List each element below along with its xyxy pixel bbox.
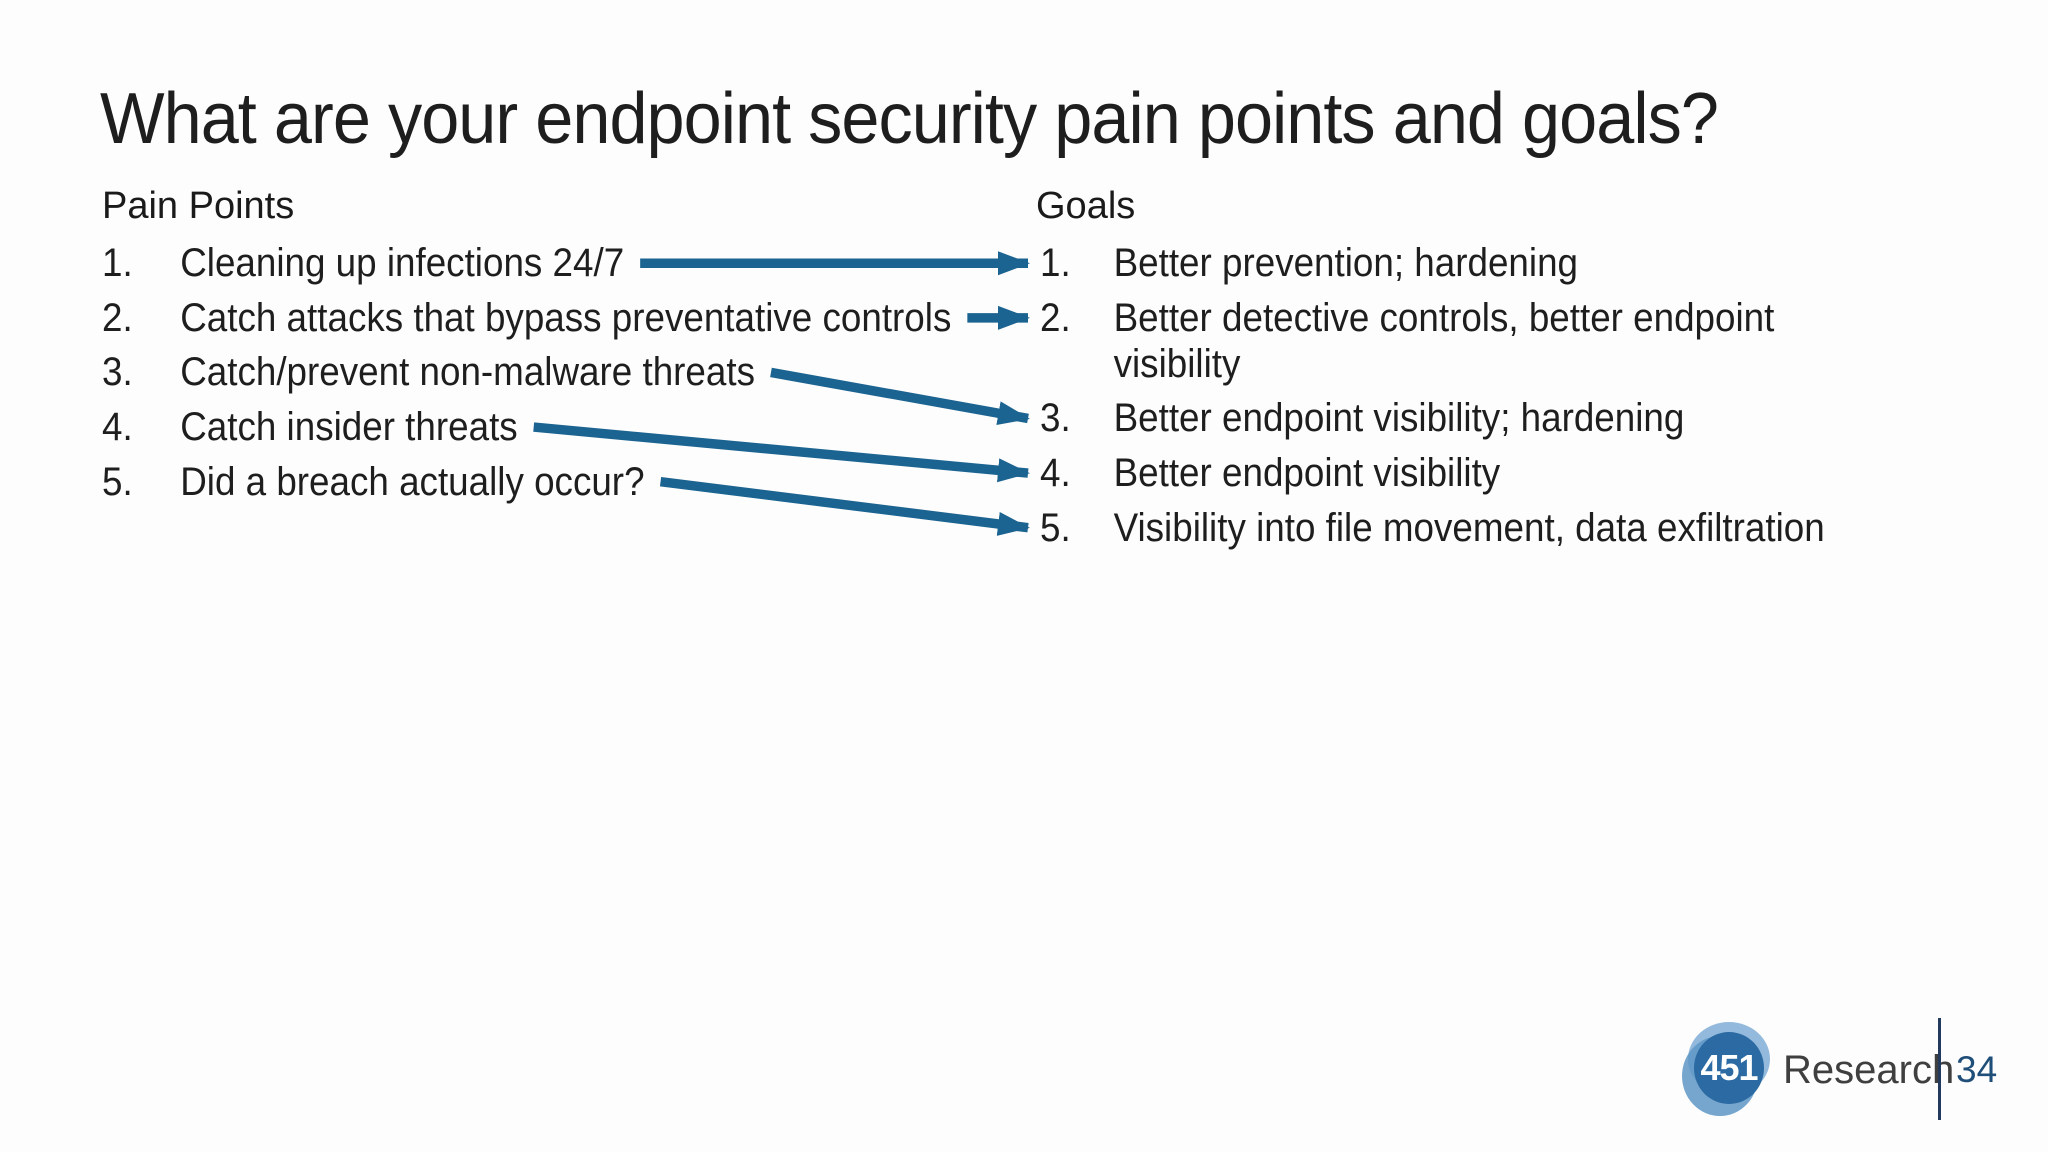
pain-points-heading: Pain Points xyxy=(102,185,295,227)
goal-item: 2. Better detective controls, better endp… xyxy=(1040,291,1969,392)
list-number: 4. xyxy=(1040,451,1071,496)
goals-list: 1. Better prevention; hardening 2. Better d… xyxy=(1040,236,1969,555)
pain-points-list: 1. Cleaning up infections 24/7 2. Catch att… xyxy=(102,236,1004,509)
logo-circle-main: 451 xyxy=(1694,1032,1764,1104)
list-number: 2. xyxy=(102,295,133,340)
footer-divider-line xyxy=(1938,1018,1941,1120)
list-number: 3. xyxy=(1040,396,1071,441)
list-number: 5. xyxy=(1040,505,1071,550)
pain-point-item-text: Catch attacks that bypass preventative c… xyxy=(180,295,952,340)
list-number: 4. xyxy=(102,405,133,450)
list-number: 1. xyxy=(102,241,133,286)
list-number: 5. xyxy=(102,459,133,504)
pain-point-item: 2. Catch attacks that bypass preventative… xyxy=(102,291,1004,346)
pain-point-item-text: Cleaning up infections 24/7 xyxy=(180,241,625,286)
pain-point-item: 4. Catch insider threats xyxy=(102,400,1004,455)
goal-item: 3. Better endpoint visibility; hardening xyxy=(1040,391,1969,446)
page-number: 34 xyxy=(1956,1049,1998,1090)
goal-item: 4. Better endpoint visibility xyxy=(1040,446,1969,501)
goal-item-text: Better endpoint visibility xyxy=(1113,451,1501,496)
goal-item: 1. Better prevention; hardening xyxy=(1040,236,1969,291)
pain-point-item: 3. Catch/prevent non-malware threats xyxy=(102,345,1004,400)
slide-title: What are your endpoint security pain poi… xyxy=(100,79,1719,159)
pain-point-item-text: Catch/prevent non-malware threats xyxy=(180,350,755,395)
list-number: 3. xyxy=(102,350,133,395)
pain-point-item: 1. Cleaning up infections 24/7 xyxy=(102,236,1004,291)
goal-item: 5. Visibility into file movement, data ex… xyxy=(1040,500,1969,555)
goal-item-text: Better prevention; hardening xyxy=(1113,241,1579,286)
logo-number: 451 xyxy=(1700,1047,1758,1088)
logo-research-text: Research xyxy=(1783,1048,1955,1092)
goal-item-text: Better detective controls, better endpoi… xyxy=(1113,295,1775,386)
goals-heading: Goals xyxy=(1036,185,1136,227)
goal-item-text: Visibility into file movement, data exfi… xyxy=(1113,505,1825,550)
pain-point-item-text: Did a breach actually occur? xyxy=(180,459,645,504)
pain-point-item-text: Catch insider threats xyxy=(180,405,518,450)
list-number: 1. xyxy=(1040,241,1071,286)
451-research-logo: 451 xyxy=(1682,1022,1778,1118)
pain-point-item: 5. Did a breach actually occur? xyxy=(102,454,1004,509)
list-number: 2. xyxy=(1040,295,1071,340)
goal-item-text: Better endpoint visibility; hardening xyxy=(1113,396,1685,441)
